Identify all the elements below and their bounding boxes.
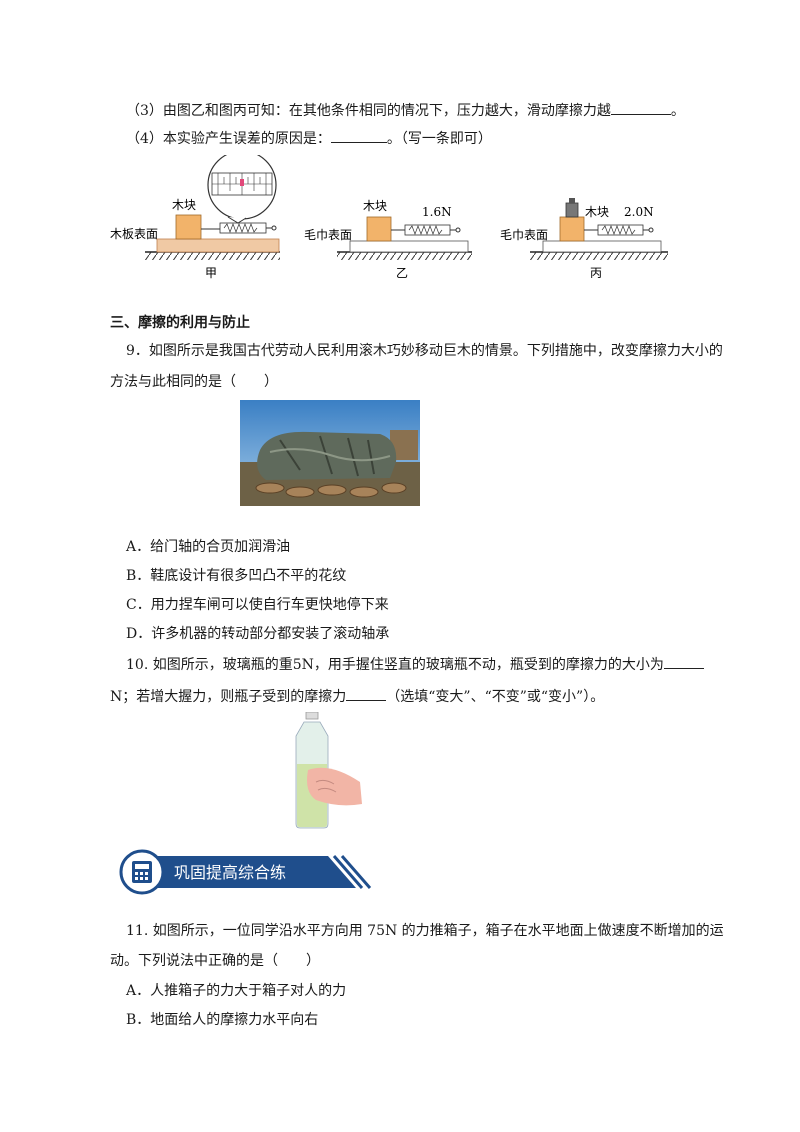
q11-stem-line1: 11. 如图所示，一位同学沿水平方向用 75N 的力推箱子，箱子在水平地面上做速… [126,923,724,939]
q11-option-b: B．地面给人的摩擦力水平向右 [126,1012,319,1028]
q11-stem-line2: 动。下列说法中正确的是（ ） [110,953,320,969]
q9-stem-line1: 9．如图所示是我国古代劳动人民利用滚木巧妙移动巨木的情景。下列措施中，改变摩擦力… [126,343,723,359]
towel-surface [349,240,469,253]
q9-option-b: B．鞋底设计有很多凹凸不平的花纹 [126,568,347,584]
block-label-a: 木块 [172,198,196,212]
q8-item4: （4）本实验产生误差的原因是：。（写一条即可） [126,128,492,149]
banner-title: 巩固提高综合练 [174,863,286,882]
q9-option-d: D．许多机器的转动部分都安装了滚动轴承 [126,626,390,642]
blank [346,686,387,701]
reading-c: 2.0N [624,205,654,219]
block-label-c: 木块 [585,205,609,219]
reading-b: 1.6N [422,205,452,219]
block-label-b: 木块 [363,199,387,213]
blank [330,128,387,143]
panel-a: 木板表面 木块 甲 [110,155,280,280]
q11-option-a: A．人推箱子的力大于箱子对人的力 [126,983,347,999]
wooden-block [366,216,392,242]
caption-b: 乙 [396,266,408,280]
section-title: 三、摩擦的利用与防止 [110,315,250,331]
blank [663,654,704,669]
panel-c: 毛巾表面 木块 2.0N 丙 [500,198,668,280]
surface-label-b: 毛巾表面 [304,228,352,242]
wood-board [156,238,280,253]
q8-item3: （3）由图乙和图丙可知：在其他条件相同的情况下，压力越大，滑动摩擦力越。 [126,100,685,121]
panel-b: 毛巾表面 木块 1.6N 乙 [304,199,472,280]
caption-a: 甲 [205,266,217,280]
bottle-in-hand-photo [295,712,362,829]
surface-label-a: 木板表面 [110,227,158,241]
caption-c: 丙 [590,266,602,280]
friction-experiment-figure: 木板表面 木块 甲 毛巾表面 木块 1.6N 乙 毛巾表面 木块 2.0N 丙 [110,155,668,280]
q9-stem-line2: 方法与此相同的是（ ） [110,374,278,390]
blank [610,100,671,115]
section-banner: 巩固提高综合练 [119,849,372,895]
weight [565,202,579,218]
q10-stem-line1: 10. 如图所示，玻璃瓶的重5N，用手握住竖直的玻璃瓶不动，瓶受到的摩擦力的大小… [126,654,704,675]
wooden-block [175,214,202,240]
rolling-logs-photo [240,400,420,506]
surface-label-c: 毛巾表面 [500,228,548,242]
q10-stem-line2: N；若增大握力，则瓶子受到的摩擦力（选填“变大”、“不变”或“变小”）。 [110,686,604,707]
pointer-mark [240,179,244,186]
q9-option-a: A．给门轴的合页加润滑油 [126,539,291,555]
wooden-block [559,216,585,242]
q9-option-c: C．用力捏车闸可以使自行车更快地停下来 [126,597,389,613]
towel-surface [542,240,662,253]
